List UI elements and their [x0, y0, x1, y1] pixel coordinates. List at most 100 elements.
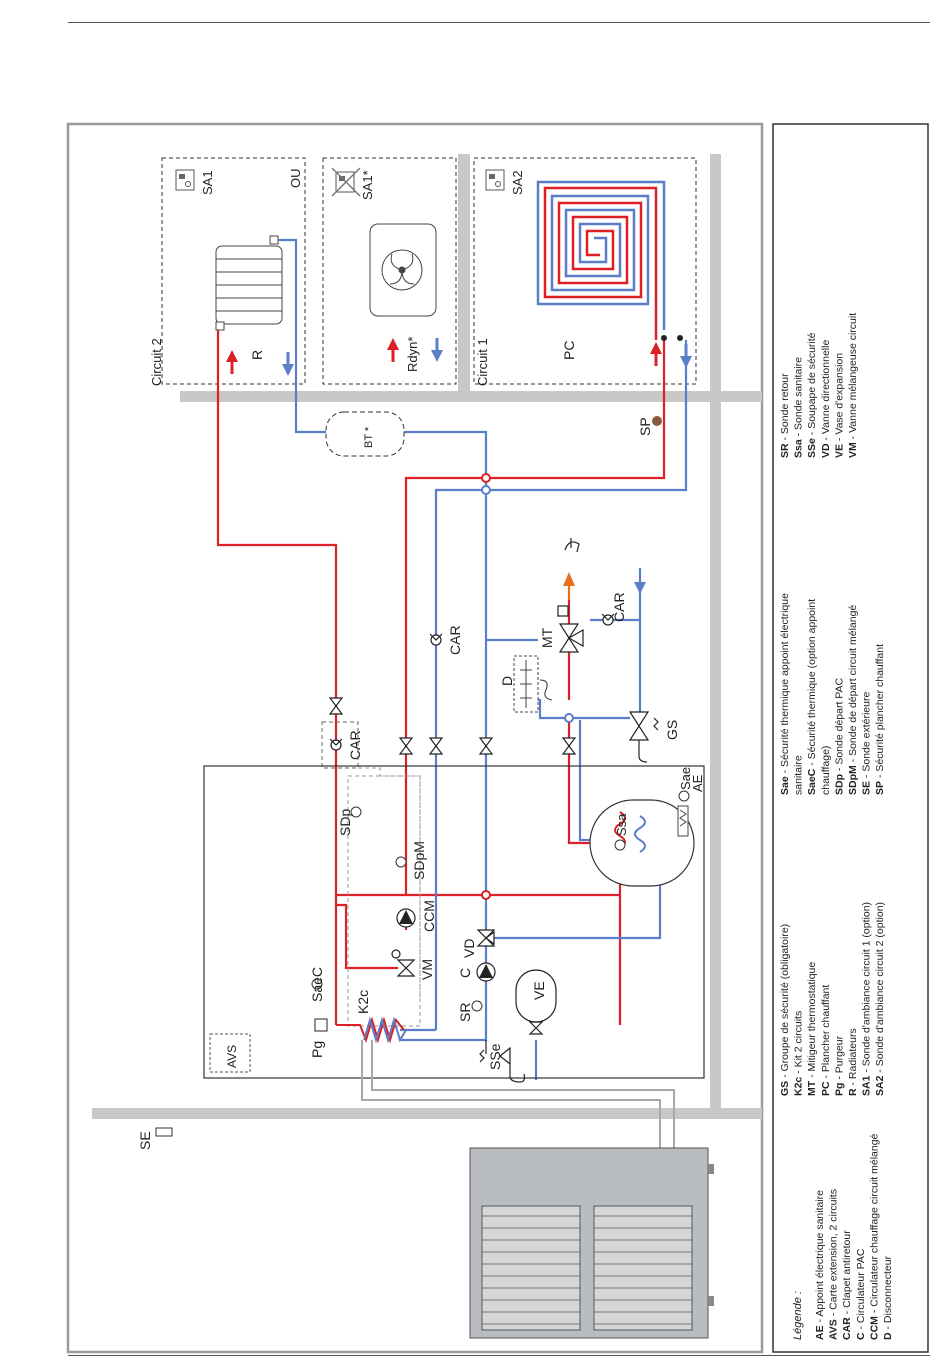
legend-code: SE — [861, 781, 873, 795]
legend-entry: SP - Sécurité plancher chauffant — [874, 644, 886, 795]
legend-desc: - Appoint électrique sanitaire — [814, 1190, 826, 1326]
saec-sensor-icon — [311, 978, 323, 990]
c-pump-icon — [476, 962, 496, 982]
legend-entry: SA1 - Sonde d'ambiance circuit 1 (option… — [861, 902, 873, 1096]
sensor-sa1star-icon — [331, 167, 361, 197]
legend-entry: VM - Vanne mélangeuse circuit — [847, 313, 859, 458]
legend-code: CCM — [868, 1316, 880, 1340]
legend-entry: C - Circulateur PAC — [855, 1248, 867, 1340]
legend-entry: SA2 - Sonde d'ambiance circuit 2 (option… — [874, 902, 886, 1096]
avs-label: AVS — [225, 1045, 239, 1068]
legend-desc: - Carte extension, 2 circuits — [828, 1189, 840, 1319]
ccm-pump-icon — [396, 908, 416, 928]
legend-entry: SR - Sonde retour — [779, 373, 791, 458]
k2c-label: K2c — [355, 990, 371, 1014]
room-fancoil — [322, 157, 457, 385]
legend-code: GS — [779, 1081, 791, 1096]
junction — [661, 335, 667, 341]
saec-label: SaeC — [309, 967, 325, 1002]
legend-desc: - Disconnecteur — [882, 1255, 894, 1332]
thermostatic-mixer-icon — [557, 605, 584, 653]
legend-entry: SaeC - Sécurité thermique (option appoin… — [806, 599, 818, 795]
car-label-2: CAR — [347, 730, 363, 760]
legend-entry: SSe - Soupape de sécurité — [806, 332, 818, 458]
legend-entry: D - Disconnecteur — [882, 1255, 894, 1340]
legend-desc: - Sécurité thermique appoint électrique — [779, 593, 791, 776]
legend-code: VE — [833, 444, 845, 458]
buffer-tank-icon — [325, 411, 405, 457]
legend-code: D — [882, 1332, 894, 1340]
ssa-sensor-icon — [614, 839, 626, 851]
legend-entry: K2c - Kit 2 circuits — [793, 1011, 805, 1096]
crossing — [481, 485, 491, 495]
junction — [677, 335, 683, 341]
k2c-dash — [358, 767, 421, 1000]
sa1star-label: SA1* — [360, 170, 375, 200]
legend-entry: VD - Vanne directionnelle — [820, 340, 832, 458]
legend-entry: AVS - Carte extension, 2 circuits — [828, 1189, 840, 1340]
floor-heating-coil — [536, 180, 666, 340]
legend-entry: GS - Groupe de sécurité (obligatoire) — [779, 924, 791, 1096]
legend-code: Sae — [779, 776, 791, 795]
legend-desc: - Vanne mélangeuse circuit — [847, 313, 859, 442]
legend-code: SA2 — [874, 1075, 886, 1096]
safety-valve-icon — [479, 1040, 526, 1083]
mt-label: MT — [539, 627, 555, 648]
sp-sensor-icon — [652, 416, 662, 426]
legend-desc: - Purgeur — [833, 1035, 845, 1082]
top-rule — [68, 22, 930, 23]
vd-label: VD — [461, 939, 477, 958]
legend-code: PC — [820, 1081, 832, 1096]
legend-desc: - Sonde départ PAC — [833, 677, 845, 774]
sdp-label: SDp — [337, 809, 353, 836]
supply-pipes — [216, 330, 666, 1025]
legend-entry: MT - Mitigeur thermostatique — [806, 962, 818, 1096]
sa2-label: SA2 — [510, 170, 525, 195]
rooms — [161, 157, 697, 385]
legend-code: SR — [779, 443, 791, 458]
legend-entry: SE - Sonde extérieure — [861, 692, 873, 795]
sse-label: SSe — [487, 1043, 503, 1070]
legend-code: CAR — [841, 1317, 853, 1340]
legend-desc: - Sécurité plancher chauffant — [874, 644, 886, 781]
sdpm-label: SDpM — [411, 841, 427, 880]
legend-desc: - Circulateur PAC — [855, 1248, 867, 1332]
gate-valves — [328, 697, 577, 1035]
sensor-sa1-icon — [175, 169, 195, 191]
legend-entry: Ssa - Sonde sanitaire — [793, 357, 805, 458]
refrigerant-lines — [361, 1040, 675, 1150]
legend-entry: PC - Plancher chauffant — [820, 985, 832, 1096]
legend: Légende : AE - Appoint électrique sanita… — [779, 313, 894, 1340]
diagram-frame — [66, 122, 764, 1354]
dhw-outlet — [563, 538, 646, 600]
legend-desc: chauffage) — [820, 746, 832, 795]
bottom-rule — [68, 1355, 930, 1356]
legend-entry: SDpM - Sonde de départ circuit mélangé — [847, 605, 859, 795]
legend-entry: CAR - Clapet antiretour — [841, 1230, 853, 1340]
legend-code: SP — [874, 781, 886, 795]
se-label: SE — [137, 1131, 153, 1150]
sae-sensor-icon — [678, 790, 690, 802]
sa1-label: SA1 — [200, 170, 215, 195]
se-sensor-icon — [155, 1127, 173, 1137]
legend-code: SaeC — [806, 768, 818, 795]
ssa-label: Ssa — [614, 813, 629, 836]
car-dashed-box — [321, 721, 359, 769]
bt-label: BT * — [363, 426, 375, 448]
legend-code: C — [855, 1332, 867, 1340]
crossing — [481, 890, 491, 900]
sensor-sa2-icon — [485, 169, 505, 191]
legend-desc: - Groupe de sécurité (obligatoire) — [779, 924, 791, 1081]
room-radiator — [161, 157, 306, 385]
legend-code: VD — [820, 443, 832, 458]
check-valve-icon — [329, 613, 615, 751]
diverter-valve-icon — [476, 929, 496, 947]
sae-label: Sae — [678, 767, 693, 790]
avs-box — [209, 1033, 251, 1073]
legend-code: SDp — [833, 774, 845, 795]
legend-code: MT — [806, 1080, 818, 1096]
indoor-module-box — [203, 765, 705, 1079]
legend-desc: - Vanne directionnelle — [820, 340, 832, 444]
legend-desc: - Vase d'expansion — [833, 353, 845, 444]
